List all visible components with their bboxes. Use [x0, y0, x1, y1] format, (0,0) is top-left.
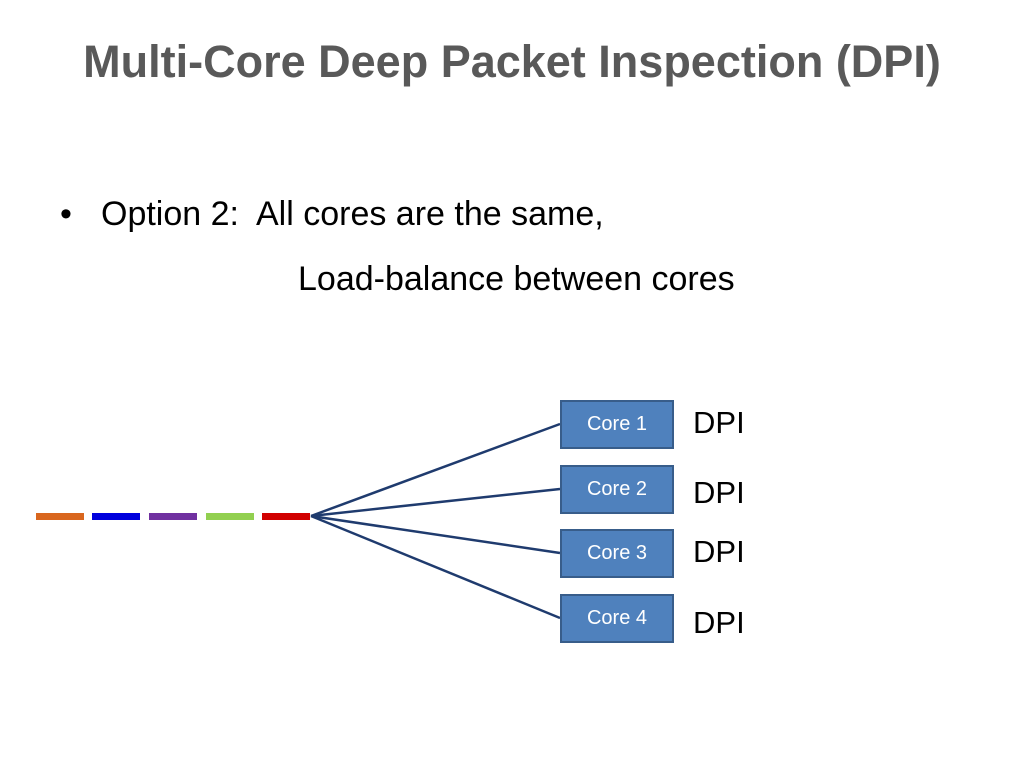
- core-3-box: Core 3: [560, 529, 674, 578]
- core-2-dpi-label: DPI: [693, 475, 745, 510]
- core-3-dpi-label: DPI: [693, 534, 745, 569]
- core-2-box: Core 2: [560, 465, 674, 514]
- packet-4: [206, 513, 254, 520]
- core-1-dpi-label: DPI: [693, 405, 745, 440]
- packet-3: [149, 513, 197, 520]
- packet-5: [262, 513, 310, 520]
- slide-title: Multi-Core Deep Packet Inspection (DPI): [83, 36, 941, 87]
- connector-core-3: [310, 514, 561, 555]
- connector-core-2: [310, 487, 561, 518]
- core-4-label: Core 4: [586, 607, 648, 629]
- core-1-label: Core 1: [586, 413, 648, 435]
- bullet-text-line2: Load-balance between cores: [298, 260, 735, 298]
- packet-1: [36, 513, 84, 520]
- connector-core-1: [310, 422, 561, 518]
- core-4-dpi-label: DPI: [693, 605, 745, 640]
- bullet-text-line1: Option 2: All cores are the same,: [101, 195, 604, 233]
- bullet-marker: •: [60, 195, 72, 233]
- connector-core-4: [310, 514, 561, 620]
- core-3-label: Core 3: [586, 542, 648, 564]
- core-1-box: Core 1: [560, 400, 674, 449]
- core-2-label: Core 2: [586, 478, 648, 500]
- core-4-box: Core 4: [560, 594, 674, 643]
- packet-2: [92, 513, 140, 520]
